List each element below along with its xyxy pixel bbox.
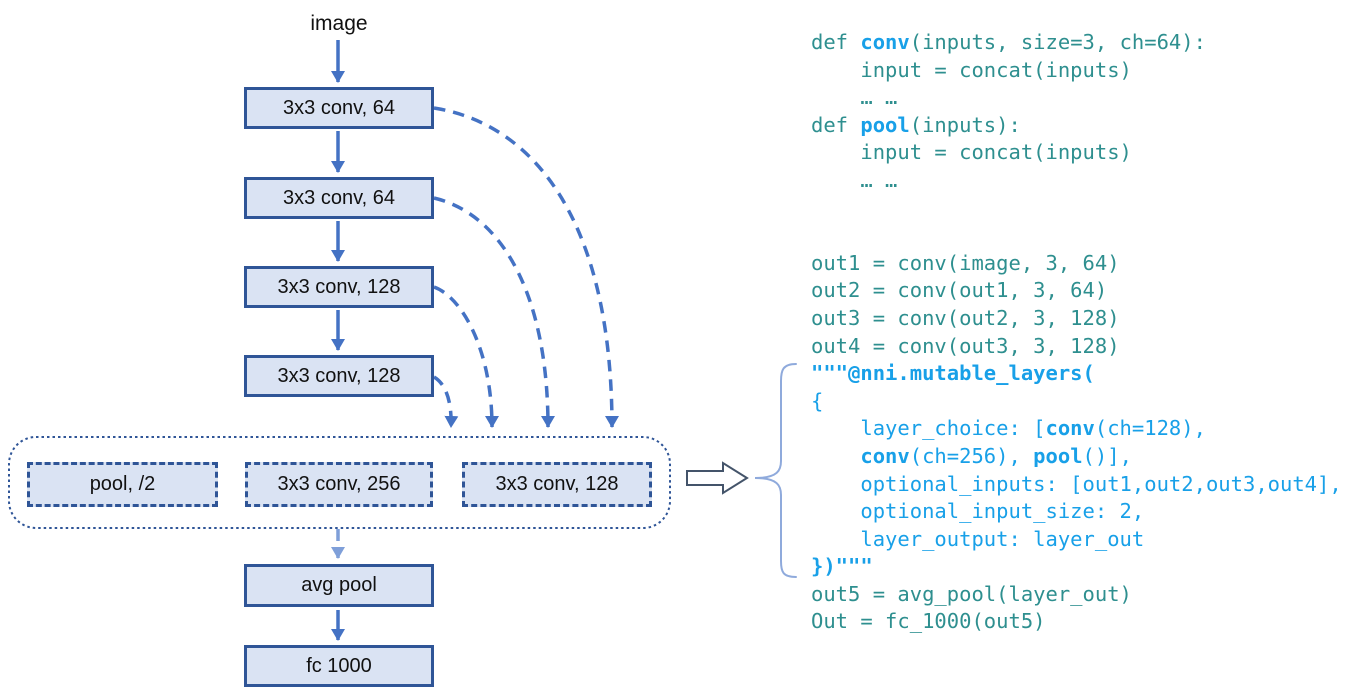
- conv-node-3: 3x3 conv, 128: [244, 266, 434, 308]
- code-segment: ()],: [1082, 443, 1132, 468]
- code-segment: (ch=128),: [1094, 416, 1206, 441]
- code-line: out3 = conv(out2, 3, 128): [811, 305, 1342, 333]
- code-line: [811, 222, 1342, 250]
- code-segment: pool: [860, 112, 910, 137]
- code-segment: })""": [811, 554, 873, 579]
- choice-node-conv256: 3x3 conv, 256: [245, 462, 433, 507]
- code-segment: out4 = conv(out3, 3, 128): [811, 333, 1120, 358]
- code-line: def conv(inputs, size=3, ch=64):: [811, 29, 1342, 57]
- conv-node-4: 3x3 conv, 128: [244, 355, 434, 397]
- code-segment: optional_inputs: [out1,out2,out3,out4],: [811, 471, 1342, 496]
- input-label: image: [310, 12, 368, 35]
- code-segment: input = concat(inputs): [811, 57, 1132, 82]
- code-line: out2 = conv(out1, 3, 64): [811, 277, 1342, 305]
- skip-curve-conv1: [433, 106, 619, 428]
- code-segment: [811, 444, 860, 468]
- layer-choice-container: [8, 436, 671, 529]
- code-segment: optional_input_size: 2,: [811, 499, 1145, 524]
- code-brace: [754, 363, 797, 578]
- code-line: layer_output: layer_out: [811, 526, 1342, 554]
- code-line: def pool(inputs):: [811, 112, 1342, 140]
- block-arrow-icon: [686, 461, 749, 495]
- code-line: [811, 195, 1342, 223]
- code-line: out1 = conv(image, 3, 64): [811, 250, 1342, 278]
- code-line: })""": [811, 553, 1342, 581]
- code-segment: (ch=256),: [909, 443, 1034, 468]
- fc-node: fc 1000: [244, 645, 434, 687]
- choice-node-conv128: 3x3 conv, 128: [462, 462, 652, 507]
- code-line: out4 = conv(out3, 3, 128): [811, 333, 1342, 361]
- code-line: Out = fc_1000(out5): [811, 608, 1342, 636]
- code-line: {: [811, 388, 1342, 416]
- code-segment: conv: [1045, 416, 1095, 441]
- code-segment: out5 = avg_pool(layer_out): [811, 581, 1132, 606]
- code-segment: … …: [811, 167, 898, 192]
- choice-node-pool: pool, /2: [27, 462, 218, 507]
- code-segment: def: [811, 112, 861, 137]
- avgpool-node: avg pool: [244, 564, 434, 607]
- code-segment: out2 = conv(out1, 3, 64): [811, 278, 1108, 303]
- code-segment: pool: [1033, 443, 1083, 468]
- code-line: … …: [811, 167, 1342, 195]
- code-segment: … …: [811, 85, 898, 110]
- code-segment: """@nni.mutable_layers(: [811, 361, 1095, 386]
- skip-curve-conv3: [433, 285, 499, 428]
- code-line: out5 = avg_pool(layer_out): [811, 581, 1342, 609]
- code-block: def conv(inputs, size=3, ch=64): input =…: [811, 29, 1342, 636]
- code-segment: conv: [860, 30, 910, 54]
- code-line: input = concat(inputs): [811, 139, 1342, 167]
- code-line: input = concat(inputs): [811, 57, 1342, 85]
- code-line: conv(ch=256), pool()],: [811, 443, 1342, 471]
- skip-curve-conv2: [433, 196, 555, 428]
- code-segment: conv: [860, 443, 910, 468]
- code-line: optional_inputs: [out1,out2,out3,out4],: [811, 471, 1342, 499]
- code-segment: input = concat(inputs): [811, 140, 1132, 165]
- code-segment: layer_output: layer_out: [811, 526, 1145, 551]
- code-segment: def: [811, 30, 861, 54]
- code-segment: (inputs):: [909, 112, 1021, 137]
- code-segment: (inputs, size=3, ch=64):: [909, 30, 1206, 54]
- code-segment: out3 = conv(out2, 3, 128): [811, 305, 1120, 330]
- code-segment: {: [811, 388, 824, 413]
- conv-node-1: 3x3 conv, 64: [244, 87, 434, 129]
- skip-curve-conv4: [432, 375, 459, 428]
- conv-node-2: 3x3 conv, 64: [244, 177, 434, 219]
- code-line: optional_input_size: 2,: [811, 498, 1342, 526]
- code-segment: out1 = conv(image, 3, 64): [811, 250, 1120, 275]
- code-line: … …: [811, 84, 1342, 112]
- code-segment: Out = fc_1000(out5): [811, 609, 1046, 634]
- code-line: """@nni.mutable_layers(: [811, 360, 1342, 388]
- code-segment: layer_choice: [: [811, 416, 1046, 441]
- code-line: layer_choice: [conv(ch=128),: [811, 415, 1342, 443]
